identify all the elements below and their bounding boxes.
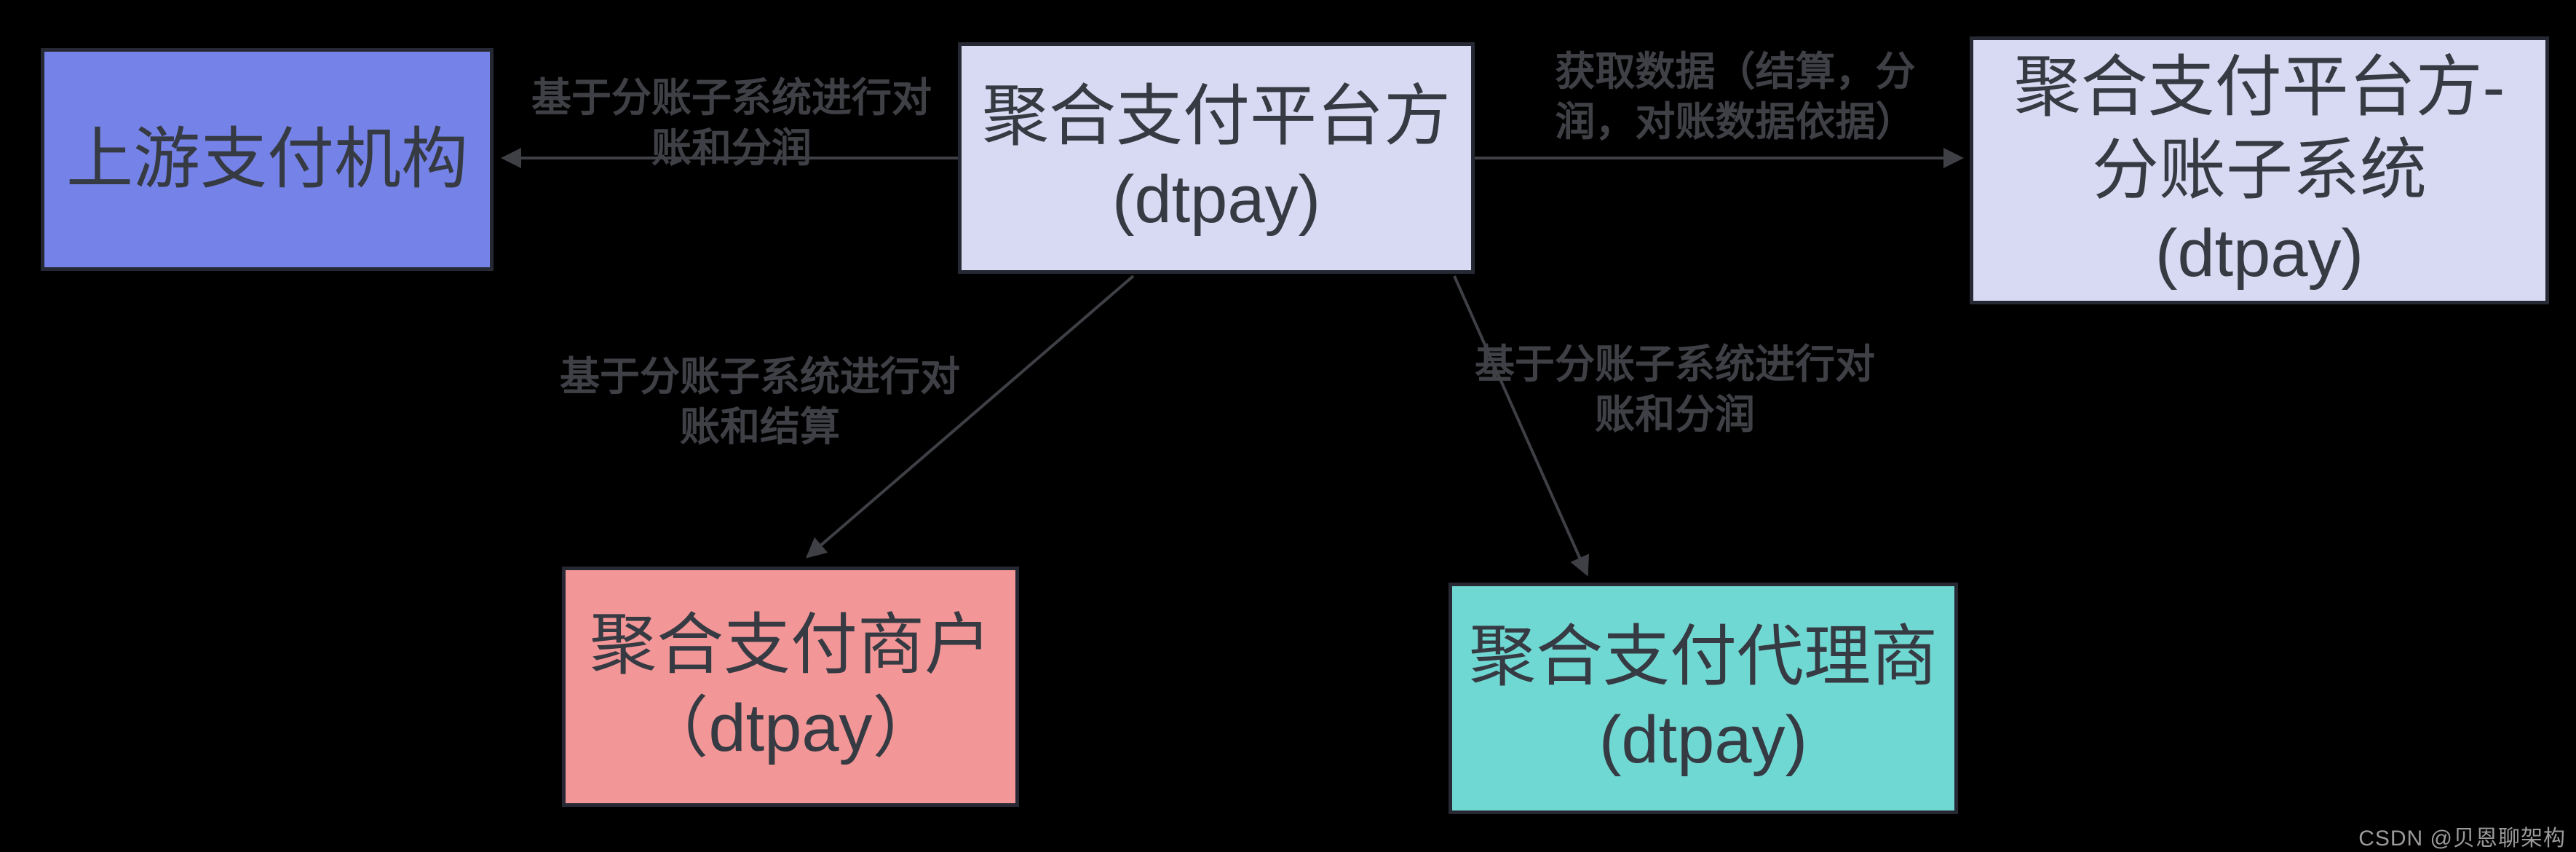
arrow-platform-to-agent [1453,275,1590,577]
node-aggregate-payment-platform: 聚合支付平台方 (dtpay) [958,42,1475,274]
csdn-watermark: CSDN @贝恩聊架构 [2358,827,2566,851]
node-platform-split-ledger-subsystem: 聚合支付平台方- 分账子系统 (dtpay) [1970,36,2549,304]
edge-label-platform-to-agent: 基于分账子系统进行对 账和分润 [1474,342,1875,437]
node-upstream-payment-institution: 上游支付机构 [41,48,494,271]
edge-label-platform-to-subledger: 获取数据（结算，分 润，对账数据依据） [1555,49,1916,144]
edge-label-platform-to-upstream: 基于分账子系统进行对 账和分润 [531,75,932,170]
arrow-platform-to-merchant [805,275,1135,559]
node-aggregate-payment-merchant: 聚合支付商户 （dtpay） [562,567,1019,807]
node-aggregate-payment-agent: 聚合支付代理商 (dtpay) [1448,583,1958,814]
edge-label-platform-to-merchant: 基于分账子系统进行对 账和结算 [559,354,960,449]
